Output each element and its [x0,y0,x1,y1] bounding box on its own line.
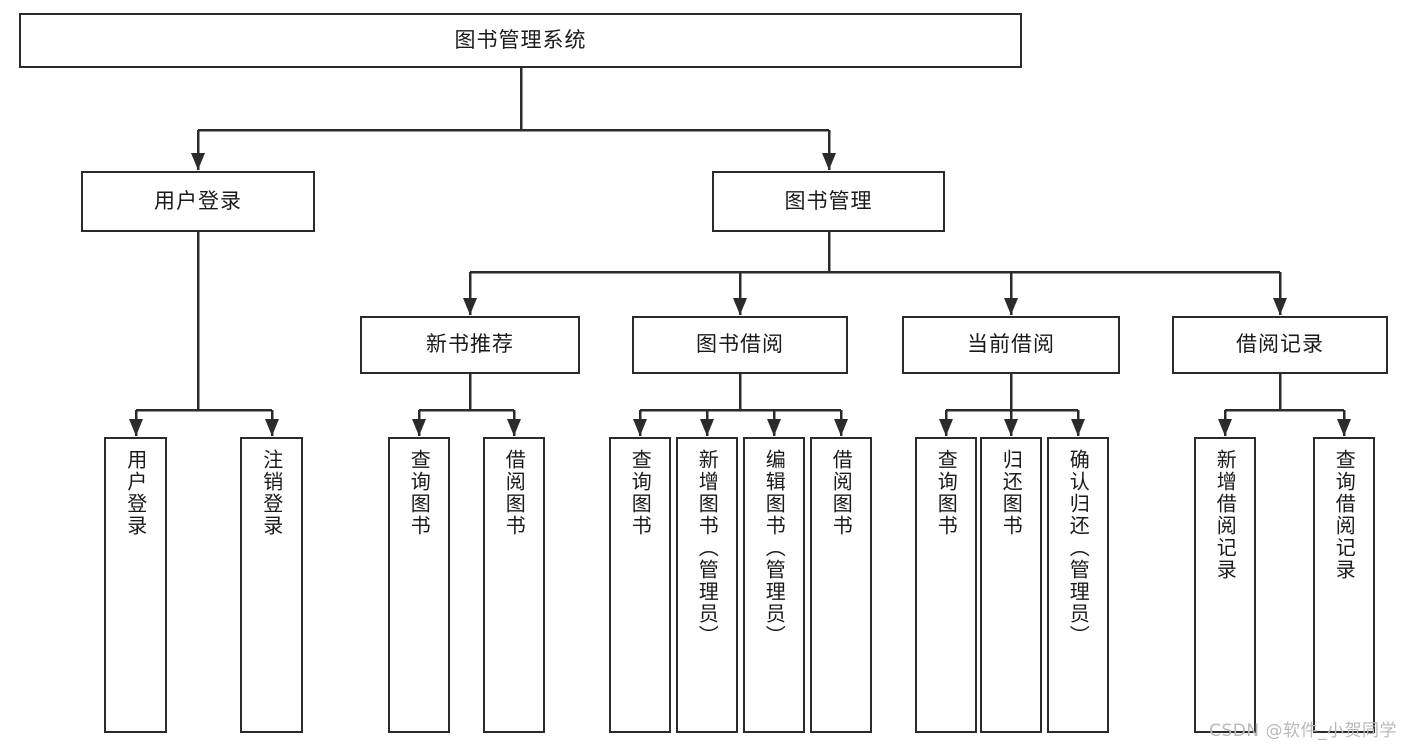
node-label: 编辑图书（管理员） [762,449,787,647]
node-label: 图书借阅 [696,332,784,357]
node-leaf-nb-query[interactable]: 查询图书 [388,437,450,733]
edge-arrowhead [1273,298,1287,315]
node-leaf-nb-borrow[interactable]: 借阅图书 [483,437,545,733]
edge-arrowhead [463,298,477,315]
edge-arrowhead [265,419,279,436]
edge-arrowhead [191,153,205,170]
edge-arrowhead [1004,419,1018,436]
node-label: 新书推荐 [426,332,514,357]
edge-arrowhead [1004,298,1018,315]
node-label: 用户登录 [154,188,242,213]
edge-arrowhead [633,419,647,436]
node-label: 注销登录 [259,449,284,537]
node-borrow[interactable]: 图书借阅 [632,316,848,374]
node-leaf-bo-query[interactable]: 查询图书 [609,437,671,733]
node-label: 借阅图书 [502,449,527,537]
node-label: 新增图书（管理员） [695,449,720,647]
node-label: 图书管理 [784,188,873,213]
node-leaf-bo-borrow[interactable]: 借阅图书 [810,437,872,733]
node-label: 确认归还（管理员） [1066,449,1091,647]
node-label: 查询图书 [407,449,432,537]
node-login[interactable]: 用户登录 [81,171,315,232]
node-leaf-user-login[interactable]: 用户登录 [104,437,167,733]
edge-arrowhead [822,153,836,170]
node-label: 当前借阅 [967,332,1055,357]
node-records[interactable]: 借阅记录 [1172,316,1388,374]
node-leaf-bo-edit[interactable]: 编辑图书（管理员） [743,437,805,733]
node-current[interactable]: 当前借阅 [902,316,1120,374]
node-label: 查询图书 [628,449,653,537]
node-leaf-cur-return[interactable]: 归还图书 [980,437,1042,733]
node-leaf-rec-query[interactable]: 查询借阅记录 [1313,437,1375,733]
node-label: 用户登录 [123,449,148,537]
node-label: 借阅记录 [1236,332,1324,357]
node-root[interactable]: 图书管理系统 [19,13,1022,68]
node-leaf-cur-query[interactable]: 查询图书 [915,437,977,733]
node-label: 借阅图书 [829,449,854,537]
edge-arrowhead [700,419,714,436]
edge-arrowhead [1218,419,1232,436]
edge-arrowhead [129,419,143,436]
node-label: 新增借阅记录 [1213,449,1238,581]
node-leaf-bo-add[interactable]: 新增图书（管理员） [676,437,738,733]
node-leaf-rec-add[interactable]: 新增借阅记录 [1194,437,1256,733]
node-label: 图书管理系统 [454,27,587,52]
node-newbook[interactable]: 新书推荐 [360,316,580,374]
node-leaf-cur-confirm[interactable]: 确认归还（管理员） [1047,437,1109,733]
node-label: 查询图书 [934,449,959,537]
node-bookmgmt[interactable]: 图书管理 [712,171,945,232]
edge-arrowhead [939,419,953,436]
edge-arrowhead [1071,419,1085,436]
edge-arrowhead [507,419,521,436]
edge-arrowhead [1337,419,1351,436]
edge-arrowhead [733,298,747,315]
edge-arrowhead [834,419,848,436]
edge-arrowhead [412,419,426,436]
node-leaf-user-logout[interactable]: 注销登录 [240,437,303,733]
edge-arrowhead [767,419,781,436]
node-label: 查询借阅记录 [1332,449,1357,581]
node-label: 归还图书 [999,449,1024,537]
watermark-label: CSDN @软件_小贺同学 [1209,721,1397,741]
